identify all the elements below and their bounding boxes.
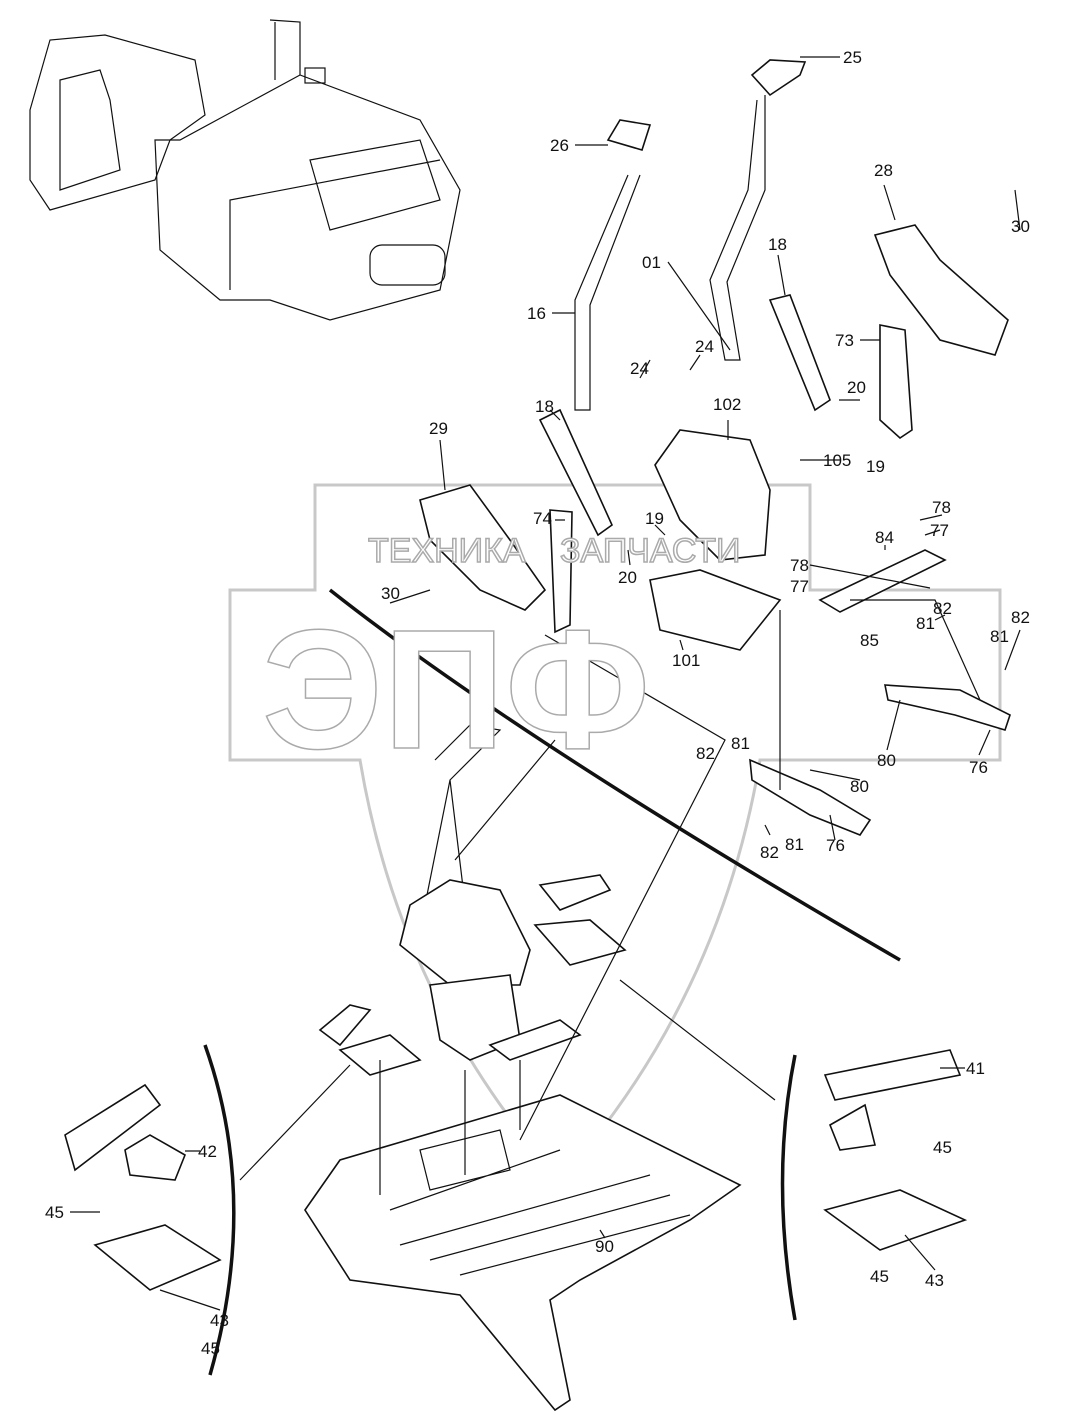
label-43: 43 (210, 1311, 229, 1330)
floor-plate (304, 1094, 742, 1412)
label-29: 29 (429, 419, 448, 438)
label-20b: 20 (618, 568, 637, 587)
excavator-overview (29, 19, 461, 321)
label-24: 24 (630, 359, 649, 378)
label-45b: 45 (45, 1203, 64, 1222)
label-19: 19 (866, 457, 885, 476)
label-101: 101 (672, 651, 700, 670)
label-84: 84 (875, 528, 894, 547)
label-20: 20 (847, 378, 866, 397)
label-18: 18 (768, 235, 787, 254)
label-82b: 82 (1011, 608, 1030, 627)
label-28: 28 (874, 161, 893, 180)
label-78b: 78 (790, 556, 809, 575)
label-73: 73 (835, 331, 854, 350)
label-26: 26 (550, 136, 569, 155)
label-78: 78 (932, 498, 951, 517)
watermark-right-text: ЗАПЧАСТИ (560, 532, 741, 570)
label-16: 16 (527, 304, 546, 323)
watermark-logo: ЭПФ (262, 595, 650, 785)
pedal-center-assembly (399, 724, 627, 1061)
label-30: 30 (1011, 217, 1030, 236)
label-18b: 18 (535, 397, 554, 416)
label-90: 90 (595, 1237, 614, 1256)
label-81d: 81 (785, 835, 804, 854)
label-74: 74 (533, 509, 552, 528)
label-77: 77 (930, 521, 949, 540)
label-81b: 81 (990, 627, 1009, 646)
side-pedals (64, 1004, 968, 1291)
label-45c: 45 (870, 1267, 889, 1286)
label-82: 82 (933, 599, 952, 618)
label-76: 76 (969, 758, 988, 777)
callout-labels: 25 26 28 30 01 18 16 73 24 24 18 20 102 … (45, 48, 1030, 1358)
label-80: 80 (877, 751, 896, 770)
label-19b: 19 (645, 509, 664, 528)
label-30b: 30 (381, 584, 400, 603)
label-43b: 43 (925, 1271, 944, 1290)
leader-lines (70, 56, 1021, 1311)
label-81c: 81 (731, 734, 750, 753)
label-85: 85 (860, 631, 879, 650)
brackets (203, 588, 901, 1376)
watermark: ТЕХНИКА ЗАПЧАСТИ ЭПФ (261, 531, 741, 786)
label-80b: 80 (850, 777, 869, 796)
watermark-left-text: ТЕХНИКА (368, 532, 526, 570)
label-77b: 77 (790, 577, 809, 596)
label-102: 102 (713, 395, 741, 414)
label-42: 42 (198, 1142, 217, 1161)
label-25: 25 (843, 48, 862, 67)
label-105: 105 (823, 451, 851, 470)
label-45d: 45 (201, 1339, 220, 1358)
label-81: 81 (916, 614, 935, 633)
label-76b: 76 (826, 836, 845, 855)
label-82d: 82 (760, 843, 779, 862)
label-82c: 82 (696, 744, 715, 763)
label-01: 01 (642, 253, 661, 272)
label-41: 41 (966, 1059, 985, 1078)
label-45: 45 (933, 1138, 952, 1157)
label-24b: 24 (695, 337, 714, 356)
